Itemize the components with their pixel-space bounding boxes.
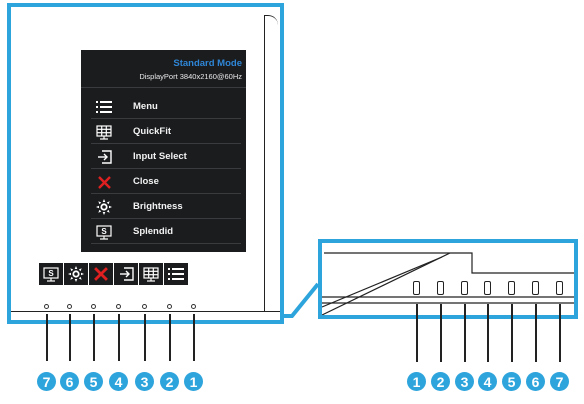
pointer-line — [93, 314, 95, 361]
side-button-6[interactable] — [532, 281, 539, 295]
front-button-4[interactable] — [116, 304, 121, 309]
osd-item-label: Brightness — [133, 201, 183, 212]
input-select-icon — [95, 148, 113, 166]
hotkey-splendid[interactable]: S — [39, 263, 63, 285]
osd-item-label: Splendid — [133, 226, 174, 237]
osd-item-menu[interactable]: Menu — [91, 95, 241, 119]
osd-item-close[interactable]: Close — [91, 170, 241, 194]
callout-badge: 3 — [135, 372, 154, 391]
quickfit-grid-icon — [95, 123, 113, 141]
side-button-3[interactable] — [461, 281, 468, 295]
osd-header: Standard Mode DisplayPort 3840x2160@60Hz — [81, 50, 246, 88]
front-button-5[interactable] — [91, 304, 96, 309]
pointer-line — [559, 304, 561, 362]
hotkey-input-select[interactable] — [114, 263, 138, 285]
monitor-bezel-bottom — [11, 311, 280, 321]
side-button-4[interactable] — [484, 281, 491, 295]
callout-badge: 1 — [407, 372, 426, 391]
hotkey-close[interactable] — [89, 263, 113, 285]
osd-item-brightness[interactable]: Brightness — [91, 195, 241, 219]
osd-item-label: QuickFit — [133, 126, 172, 137]
menu-list-icon — [95, 98, 113, 116]
front-button-2[interactable] — [167, 304, 172, 309]
side-button-7[interactable] — [556, 281, 563, 295]
front-button-7[interactable] — [44, 304, 49, 309]
pointer-line — [440, 304, 442, 362]
callout-badge: 6 — [60, 372, 79, 391]
hotkey-menu[interactable] — [164, 263, 188, 285]
pointer-line — [46, 314, 48, 361]
button-zoom-inset — [318, 239, 578, 319]
side-button-2[interactable] — [437, 281, 444, 295]
splendid-icon: S — [43, 266, 59, 282]
callout-badge: 7 — [37, 372, 56, 391]
close-icon — [94, 267, 108, 281]
osd-shortcut-menu: Standard Mode DisplayPort 3840x2160@60Hz… — [81, 50, 246, 252]
hotkey-quickfit[interactable] — [139, 263, 163, 285]
pointer-line — [464, 304, 466, 362]
callout-badge: 2 — [431, 372, 450, 391]
osd-hotkey-bar: S — [39, 263, 189, 285]
pointer-line — [193, 314, 195, 361]
osd-item-splendid[interactable]: S Splendid — [91, 220, 241, 244]
pointer-line — [487, 304, 489, 362]
hotkey-brightness[interactable] — [64, 263, 88, 285]
osd-item-label: Menu — [133, 101, 158, 112]
callout-badge: 5 — [84, 372, 103, 391]
osd-resolution-label: DisplayPort 3840x2160@60Hz — [139, 72, 242, 81]
front-button-1[interactable] — [191, 304, 196, 309]
pointer-line — [511, 304, 513, 362]
front-button-3[interactable] — [142, 304, 147, 309]
svg-text:S: S — [48, 269, 54, 278]
splendid-icon: S — [95, 223, 113, 241]
callout-badge: 3 — [455, 372, 474, 391]
callout-badge: 1 — [184, 372, 203, 391]
svg-text:S: S — [101, 227, 107, 236]
zoom-connector — [284, 282, 320, 318]
osd-item-input-select[interactable]: Input Select — [91, 145, 241, 169]
callout-badge: 5 — [502, 372, 521, 391]
brightness-icon — [68, 266, 84, 282]
monitor-bezel-side — [264, 15, 278, 311]
side-button-5[interactable] — [508, 281, 515, 295]
osd-item-quickfit[interactable]: QuickFit — [91, 120, 241, 144]
front-button-6[interactable] — [67, 304, 72, 309]
pointer-line — [169, 314, 171, 361]
menu-list-icon — [168, 268, 184, 280]
pointer-line — [144, 314, 146, 361]
side-button-1[interactable] — [413, 281, 420, 295]
pointer-line — [416, 304, 418, 362]
close-icon — [95, 173, 113, 191]
osd-item-label: Input Select — [133, 151, 187, 162]
callout-badge: 2 — [160, 372, 179, 391]
callout-badge: 6 — [526, 372, 545, 391]
pointer-line — [118, 314, 120, 361]
brightness-icon — [95, 198, 113, 216]
quickfit-grid-icon — [143, 266, 159, 282]
callout-badge: 7 — [550, 372, 569, 391]
callout-badge: 4 — [478, 372, 497, 391]
osd-mode-label: Standard Mode — [173, 58, 242, 69]
pointer-line — [535, 304, 537, 362]
input-select-icon — [119, 267, 134, 281]
callout-badge: 4 — [109, 372, 128, 391]
pointer-line — [69, 314, 71, 361]
monitor-side-outline — [322, 252, 574, 315]
osd-item-label: Close — [133, 176, 159, 187]
